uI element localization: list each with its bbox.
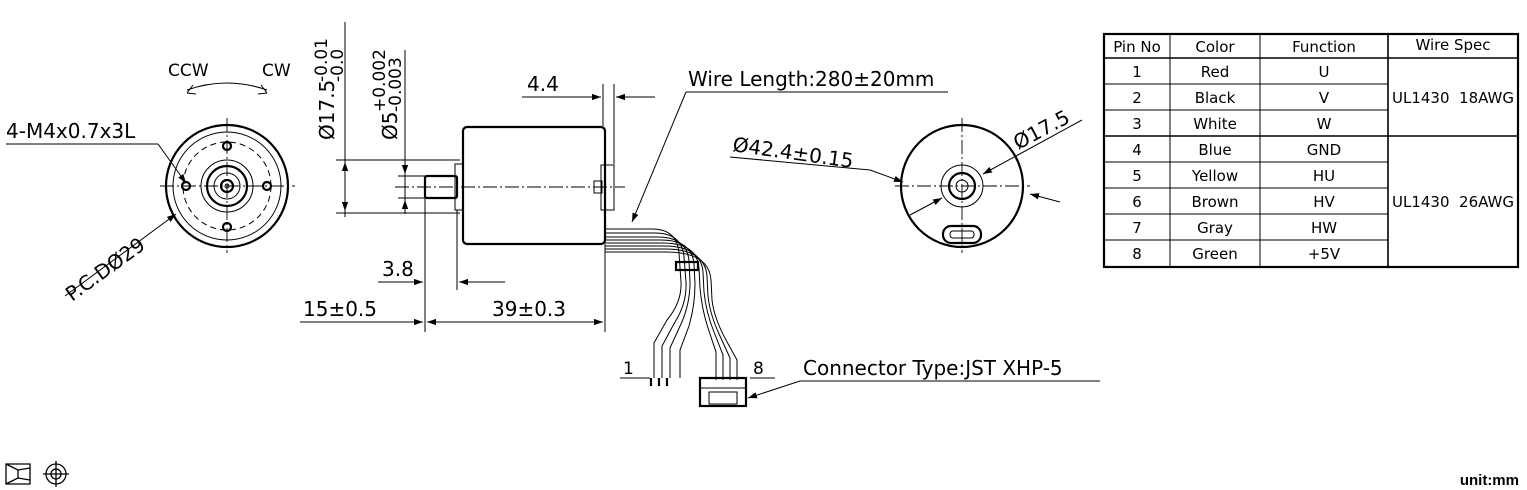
pin-function: +5V — [1308, 245, 1341, 263]
wire-color: Yellow — [1191, 167, 1238, 185]
wire-color: Blue — [1198, 141, 1231, 159]
table-row: 6 Brown HV — [1132, 193, 1335, 211]
table-header-pin: Pin No — [1113, 38, 1161, 56]
cw-label: CW — [262, 61, 291, 81]
pin-first-label: 1 — [623, 359, 634, 379]
pin-function: W — [1317, 115, 1332, 133]
dim-3-8-label: 3.8 — [382, 257, 414, 281]
wire-color: Black — [1195, 89, 1236, 107]
table-header-function: Function — [1292, 38, 1356, 56]
dim-15-label: 15±0.5 — [303, 297, 377, 321]
shaft-diameter-label: Ø5 — [378, 112, 402, 140]
wire-color: Brown — [1191, 193, 1238, 211]
wire-spec-signal: UL1430 26AWG — [1392, 193, 1514, 211]
wire-spec-power: UL1430 18AWG — [1392, 89, 1514, 107]
pin-number: 6 — [1132, 193, 1142, 211]
dim-39-label: 39±0.3 — [492, 297, 566, 321]
pin-number: 5 — [1132, 167, 1142, 185]
pin-function: U — [1319, 63, 1330, 81]
table-row: 1 Red U — [1132, 63, 1329, 81]
table-row: 2 Black V — [1132, 89, 1330, 107]
connector-label: Connector Type:JST XHP-5 — [803, 356, 1063, 380]
wire-color: Red — [1201, 63, 1230, 81]
front-view: CCW CW 4-M4x0.7x3L P.C.DØ29 — [6, 61, 295, 306]
crosshair-circle-icon — [43, 461, 69, 487]
shaft-tolerance-lower: -0.003 — [386, 57, 406, 112]
ccw-label: CCW — [168, 61, 209, 81]
table-header-color: Color — [1195, 38, 1235, 56]
pin-function: V — [1319, 89, 1330, 107]
pin-function: GND — [1307, 141, 1341, 159]
pin-function: HW — [1311, 219, 1337, 237]
body-diameter-label: Ø17.5 — [315, 80, 339, 140]
thread-spec-label: 4-M4x0.7x3L — [6, 119, 136, 143]
pin-number: 7 — [1132, 219, 1142, 237]
wire-color: Gray — [1197, 219, 1233, 237]
wire-color: Green — [1192, 245, 1237, 263]
dim-4-4-label: 4.4 — [527, 72, 559, 96]
pin-number: 1 — [1132, 63, 1142, 81]
rear-diameter-label: Ø17.5 — [1009, 105, 1073, 154]
wire-color: White — [1193, 115, 1237, 133]
projection-symbol-icon — [5, 463, 31, 485]
unit-label: unit:mm — [1460, 472, 1519, 489]
pin-function: HV — [1313, 193, 1335, 211]
body-tolerance-upper: -0.01 — [312, 38, 332, 82]
table-row: 8 Green +5V — [1132, 245, 1341, 263]
body-tolerance-lower: -0.0 — [328, 49, 348, 82]
pin-number: 8 — [1132, 245, 1142, 263]
rear-view: Ø42.4±0.15 Ø17.5 — [729, 105, 1083, 253]
pin-number: 4 — [1132, 141, 1142, 159]
pin-last-label: 8 — [753, 359, 764, 379]
side-view: Ø17.5 -0.01 -0.0 Ø5 +0.002 -0.003 4.4 Wi… — [300, 22, 1100, 408]
pcd-label: P.C.DØ29 — [61, 232, 150, 306]
table-header-wire-spec: Wire Spec — [1415, 36, 1490, 54]
pin-number: 2 — [1132, 89, 1142, 107]
table-row: 3 White W — [1132, 115, 1331, 133]
table-row: 4 Blue GND — [1132, 141, 1341, 159]
table-row: 5 Yellow HU — [1132, 167, 1335, 185]
shaft-tolerance-upper: +0.002 — [370, 49, 390, 112]
pin-function: HU — [1313, 167, 1335, 185]
table-row: 7 Gray HW — [1132, 219, 1337, 237]
pin-number: 3 — [1132, 115, 1142, 133]
pin-table: Pin No Color Function Wire Spec 1 Red U … — [1102, 32, 1520, 269]
wire-length-label: Wire Length:280±20mm — [688, 67, 934, 91]
